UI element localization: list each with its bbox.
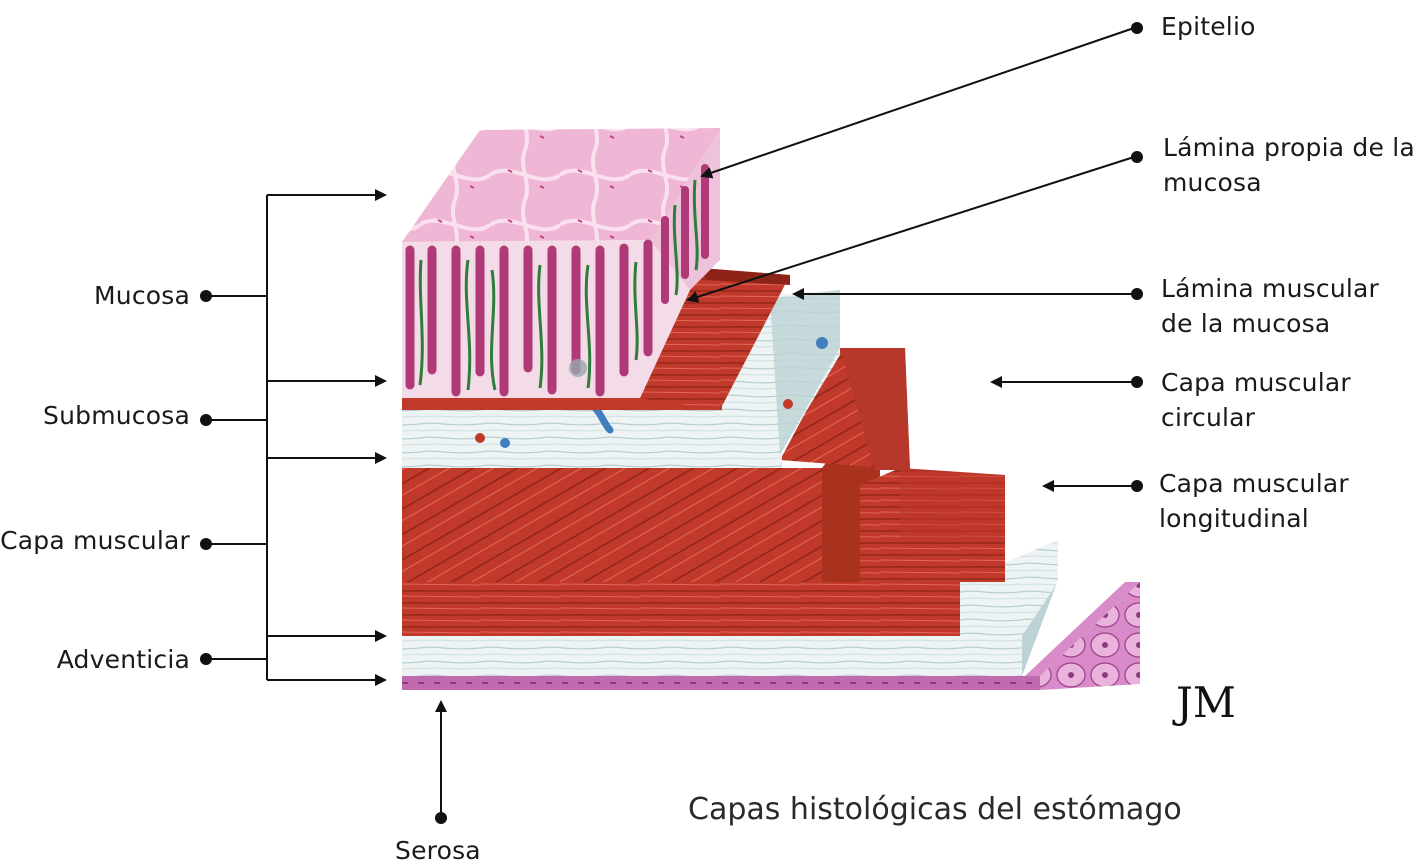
- label-mucosa: Mucosa: [60, 279, 190, 313]
- label-capa-muscular: Capa muscular: [0, 524, 190, 558]
- serosa-pointer: [435, 702, 447, 824]
- left-label-dots: [200, 290, 212, 665]
- label-capa-longitudinal-line1: Capa muscular: [1159, 467, 1349, 501]
- figure-caption: Capas histológicas del estómago: [688, 792, 1182, 827]
- left-bracket: [208, 195, 385, 680]
- label-serosa: Serosa: [395, 834, 481, 865]
- label-lamina-muscular-line2: de la mucosa: [1161, 307, 1330, 341]
- label-adventicia: Adventicia: [30, 643, 190, 677]
- label-epitelio: Epitelio: [1161, 10, 1256, 44]
- label-lamina-muscular-line1: Lámina muscular: [1161, 272, 1379, 306]
- label-capa-longitudinal-line2: longitudinal: [1159, 502, 1309, 536]
- label-capa-circular-line1: Capa muscular: [1161, 366, 1351, 400]
- label-lamina-propia-line2: mucosa: [1163, 166, 1262, 200]
- artist-signature: JM: [1176, 678, 1236, 727]
- label-submucosa: Submucosa: [20, 399, 190, 433]
- label-capa-circular-line2: circular: [1161, 401, 1255, 435]
- label-lamina-propia-line1: Lámina propia de la: [1163, 131, 1415, 165]
- right-label-dots: [1131, 22, 1143, 492]
